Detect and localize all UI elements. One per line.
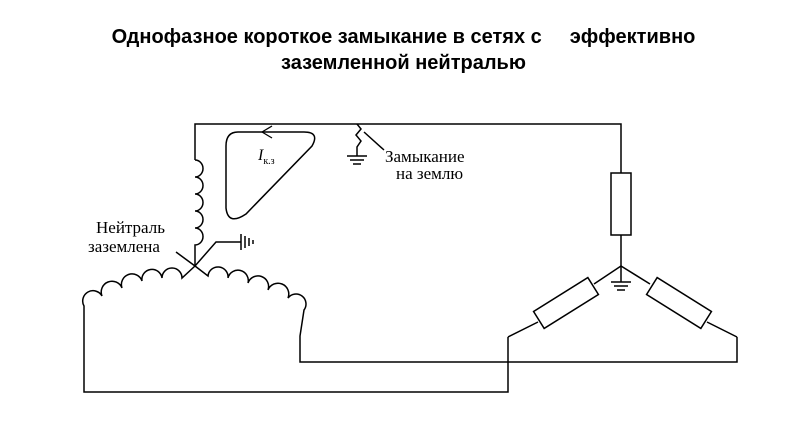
generator-winding-left [81, 265, 509, 393]
load-resistor-a [610, 172, 632, 236]
title-line1-left: Однофазное короткое замыкание в сетях с [111, 26, 542, 48]
fault-label-leader [363, 131, 385, 151]
fault-label-line2: на землю [396, 164, 463, 183]
fault-label-line1: Замыкание [385, 147, 465, 166]
neutral-label-leader [175, 251, 196, 267]
top-conductor [194, 123, 622, 173]
neutral-label-line2: заземлена [88, 237, 160, 256]
load-lead-b-upper [593, 265, 622, 285]
neutral-ground-icon [240, 234, 254, 250]
current-subscript: к.з [263, 156, 274, 167]
title-line1-right: эффективно [569, 26, 696, 48]
load-lead-c-upper [620, 265, 651, 285]
load-neutral-ground-icon [611, 266, 631, 291]
generator-winding-vertical [194, 159, 204, 266]
current-label: Iк.з [257, 147, 275, 167]
load-lead-c-lower [706, 321, 738, 338]
current-symbol: I [257, 147, 264, 164]
fault-current-loop [225, 131, 316, 220]
generator-winding-right [194, 265, 738, 363]
load-lead-b-lower [507, 321, 539, 338]
diagram-title: Однофазное короткое замыкание в сетях с э… [0, 24, 807, 76]
title-line2: заземленной нейтралью [281, 52, 526, 74]
current-arrow-icon [261, 125, 273, 139]
neutral-ground-lead [194, 241, 241, 267]
load-resistor-c [645, 276, 713, 330]
fault-ground-icon [347, 123, 367, 165]
load-resistor-b [532, 276, 600, 330]
neutral-label-line1: Нейтраль [96, 218, 165, 237]
